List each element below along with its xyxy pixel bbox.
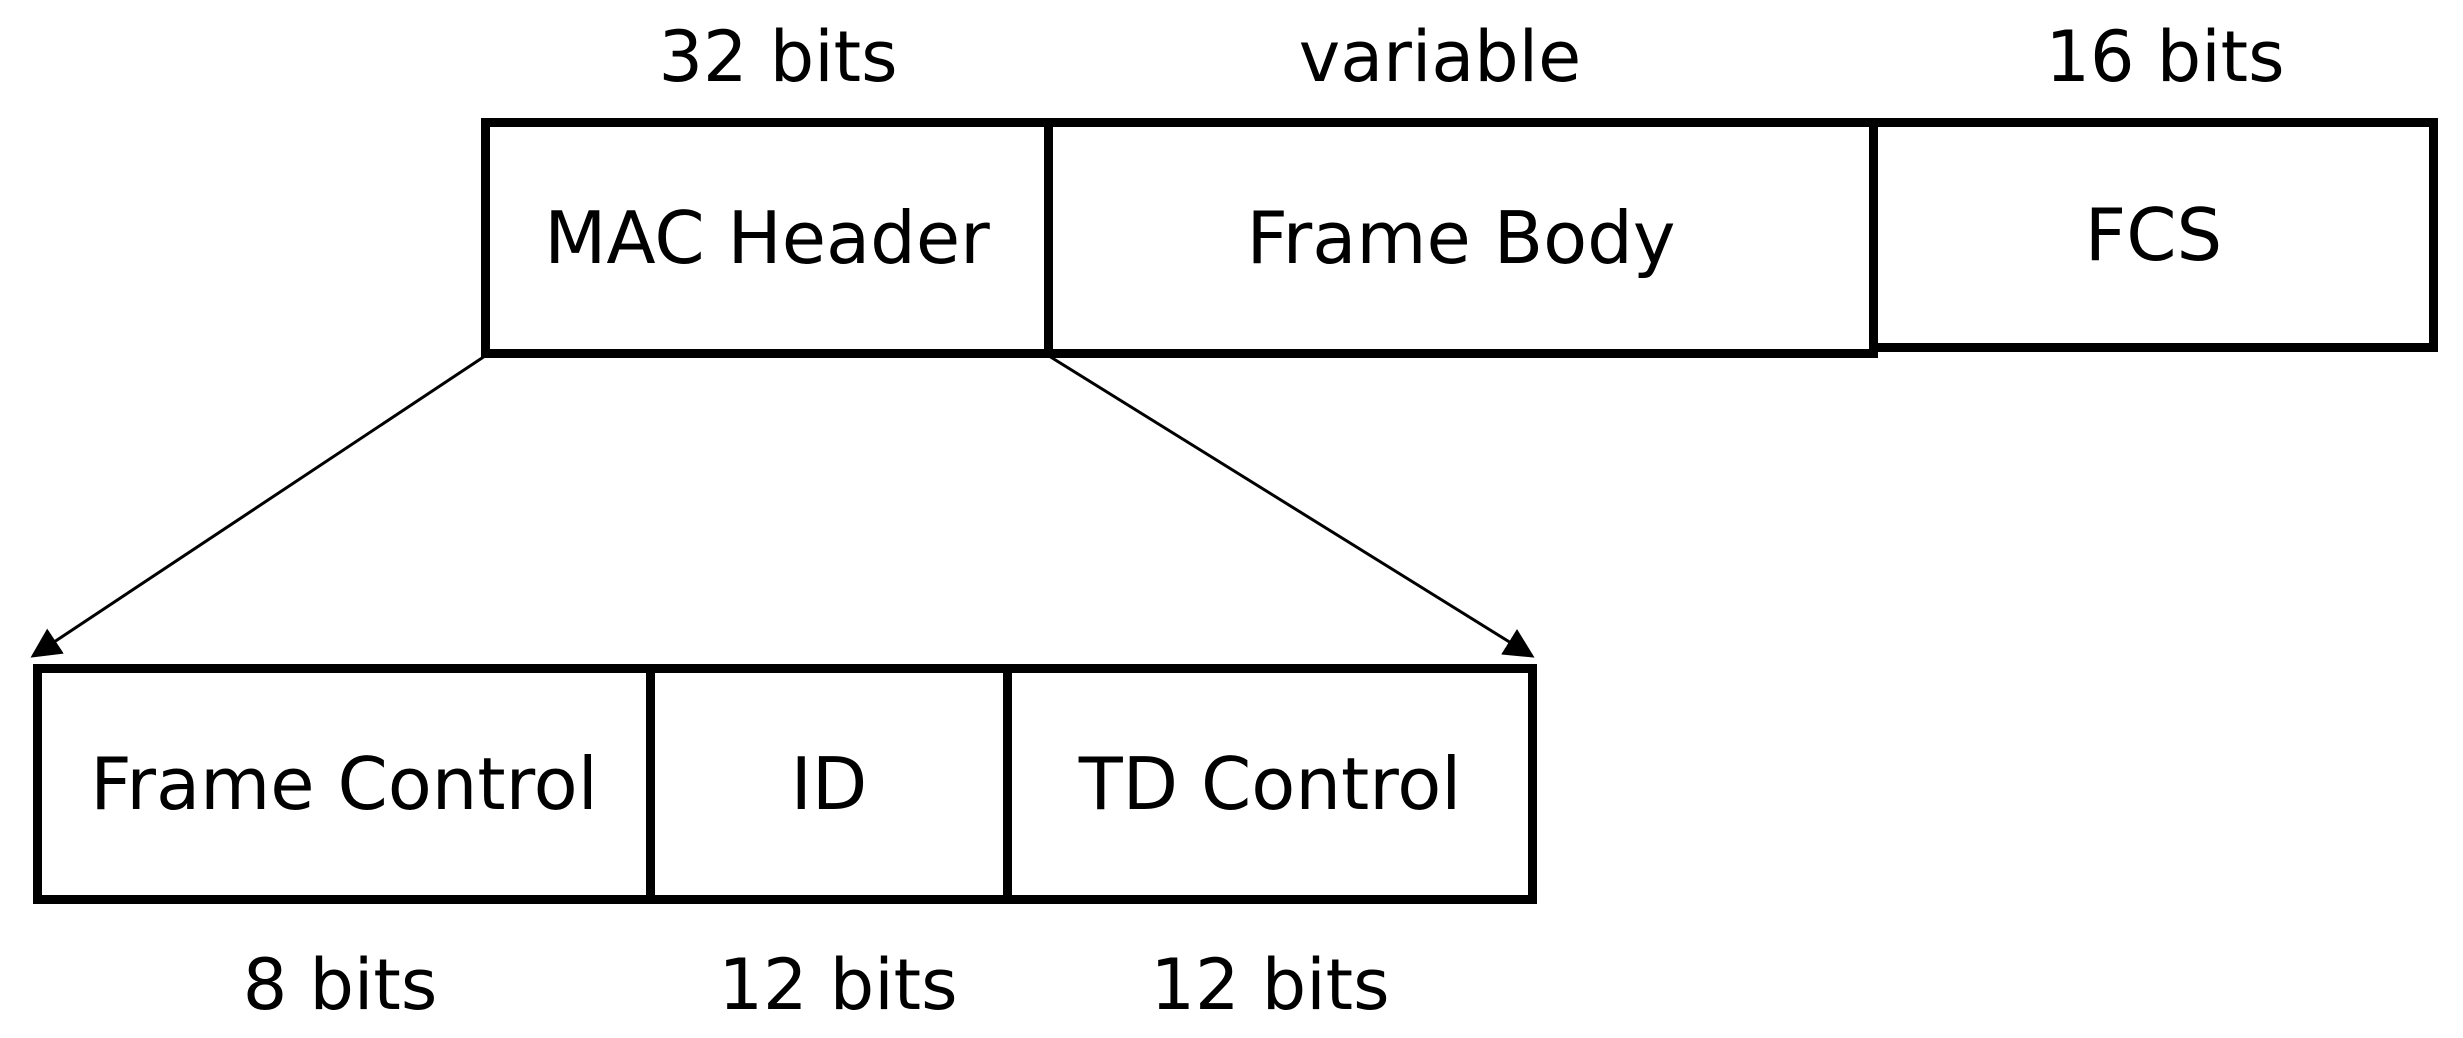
frame-control-size-label: 8 bits <box>242 944 438 1026</box>
td-control-field: TD Control <box>1003 664 1537 904</box>
fcs-size-label: 16 bits <box>2045 16 2285 98</box>
id-field-label: ID <box>790 742 868 826</box>
fcs-field-label: FCS <box>2084 193 2223 277</box>
frame-control-field-label: Frame Control <box>90 742 598 826</box>
frame-body-field: Frame Body <box>1044 118 1878 358</box>
frame-control-field: Frame Control <box>33 664 655 904</box>
id-size-label: 12 bits <box>718 944 958 1026</box>
mac-header-field-label: MAC Header <box>544 196 990 280</box>
td-control-size-label: 12 bits <box>1150 944 1390 1026</box>
frame-body-size-label: variable <box>1298 16 1582 98</box>
mac-header-size-label: 32 bits <box>658 16 898 98</box>
td-control-field-label: TD Control <box>1078 742 1462 826</box>
id-field: ID <box>646 664 1012 904</box>
right-expansion-arrow <box>1048 354 1535 658</box>
frame-body-field-label: Frame Body <box>1246 196 1676 280</box>
left-expansion-arrow <box>30 354 486 658</box>
fcs-field: FCS <box>1869 118 2438 352</box>
